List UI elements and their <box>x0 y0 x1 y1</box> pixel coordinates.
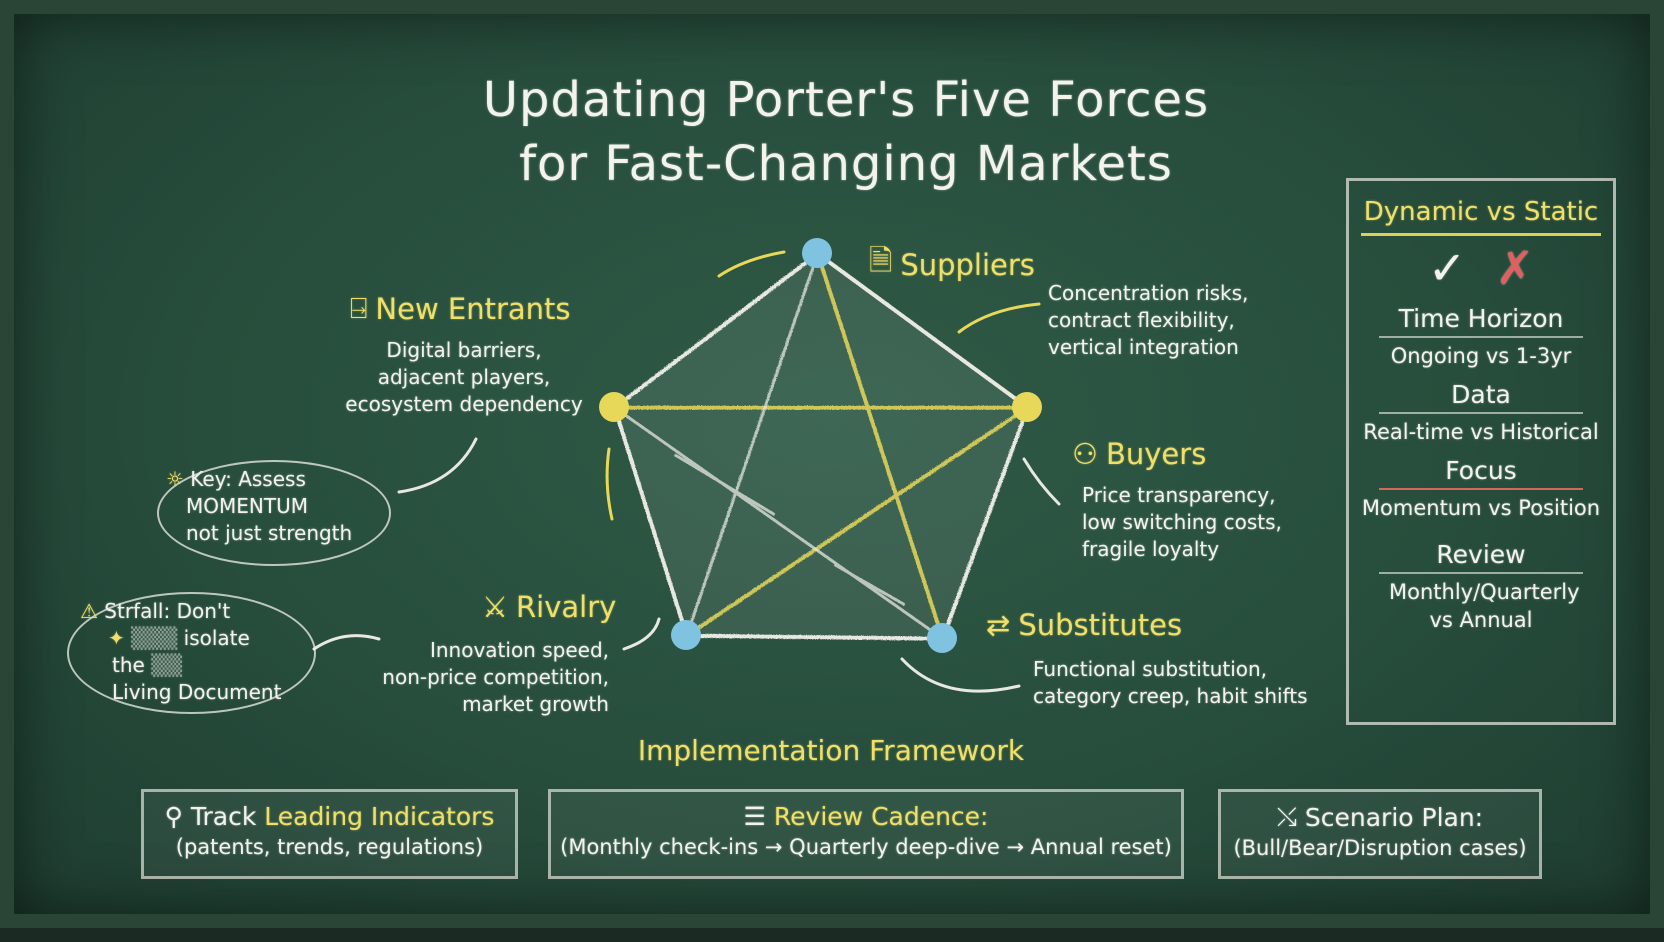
people-icon: ⚇ <box>1072 437 1098 471</box>
document-icon: 🗎 <box>869 243 893 277</box>
row-label: Focus <box>1379 456 1583 490</box>
cross-icon: ✗ <box>1495 241 1535 295</box>
check-icon: ✓ <box>1427 241 1467 295</box>
sparkle-icon: ✦ <box>108 626 125 650</box>
search-icon: ⚲ <box>164 802 183 831</box>
substitutes-heading: ⇄Substitutes <box>986 608 1183 642</box>
node-buyers <box>1012 392 1042 422</box>
node-rivalry <box>671 620 701 650</box>
row-value: Ongoing vs 1-3yr <box>1390 344 1572 368</box>
competition-icon: ⚔ <box>482 590 508 624</box>
new-entrants-heading: ⍈New Entrants <box>350 291 571 326</box>
substitutes-text: Functional substitution,category creep, … <box>1033 657 1308 708</box>
chalk-stroke <box>833 562 905 606</box>
arrow <box>957 302 1041 334</box>
lightbulb-icon: ☼ <box>166 467 184 491</box>
implementation-box-cadence: ☰Review Cadence: (Monthly check-ins → Qu… <box>548 789 1184 879</box>
arrow <box>900 657 1021 693</box>
arrow <box>312 634 381 651</box>
warning-icon: ⚠ <box>80 599 98 623</box>
star-line <box>684 252 819 636</box>
star-line <box>684 405 1029 637</box>
arrow <box>717 250 786 278</box>
rivalry-heading: ⚔Rivalry <box>482 590 617 624</box>
pitfall-note: ⚠ Strfall: Don't ✦ ▒▒▒ isolate the ▒▒ Li… <box>80 599 282 704</box>
rivalry-text: Innovation speed,non-price competition,m… <box>382 638 609 716</box>
suppliers-text: Concentration risks,contract flexibility… <box>1048 281 1249 359</box>
implementation-box-indicators: ⚲Track Leading Indicators (patents, tren… <box>141 789 518 879</box>
row-label: Time Horizon <box>1379 304 1583 338</box>
five-forces-diagram <box>312 238 1061 693</box>
node-substitutes <box>927 623 957 653</box>
swap-arrows-icon: ⇄ <box>986 608 1011 642</box>
dynamic-vs-static-panel: Dynamic vs Static ✓ ✗ Time Horizon Ongoi… <box>1346 178 1616 725</box>
checklist-icon: ☰ <box>743 802 766 831</box>
arrow <box>1022 457 1061 506</box>
row-value: Monthly/Quarterly vs Annual <box>1389 580 1580 632</box>
node-new-entrants <box>599 392 629 422</box>
door-icon: ⍈ <box>350 291 368 325</box>
arrow <box>622 617 661 651</box>
buyers-text: Price transparency,low switching costs,f… <box>1082 483 1282 561</box>
node-suppliers <box>802 238 832 268</box>
title-line-2: for Fast-Changing Markets <box>519 136 1173 192</box>
title-line-1: Updating Porter's Five Forces <box>482 72 1210 128</box>
implementation-title: Implementation Framework <box>637 734 1025 767</box>
row-label: Review <box>1379 540 1583 574</box>
arrow <box>605 447 614 521</box>
implementation-box-scenario: ⤯Scenario Plan: (Bull/Bear/Disruption ca… <box>1218 789 1542 879</box>
pentagon-fill <box>611 250 1030 641</box>
arrow <box>397 437 478 494</box>
row-value: Real-time vs Historical <box>1363 420 1599 444</box>
pitfall-note-bubble <box>67 592 316 714</box>
chalk-stroke <box>673 452 775 516</box>
panel-title: Dynamic vs Static <box>1361 197 1601 236</box>
key-note-bubble <box>157 460 391 566</box>
suppliers-heading: 🗎Suppliers <box>869 240 1035 289</box>
row-label: Data <box>1379 380 1583 414</box>
row-value: Momentum vs Position <box>1361 496 1601 520</box>
key-note: ☼ Key: Assess MOMENTUM not just strength <box>166 467 353 545</box>
buyers-heading: ⚇Buyers <box>1072 437 1207 471</box>
star-line <box>815 252 944 639</box>
star-line <box>613 405 943 640</box>
branch-icon: ⤯ <box>1276 802 1297 831</box>
new-entrants-text: Digital barriers,adjacent players,ecosys… <box>345 338 583 416</box>
